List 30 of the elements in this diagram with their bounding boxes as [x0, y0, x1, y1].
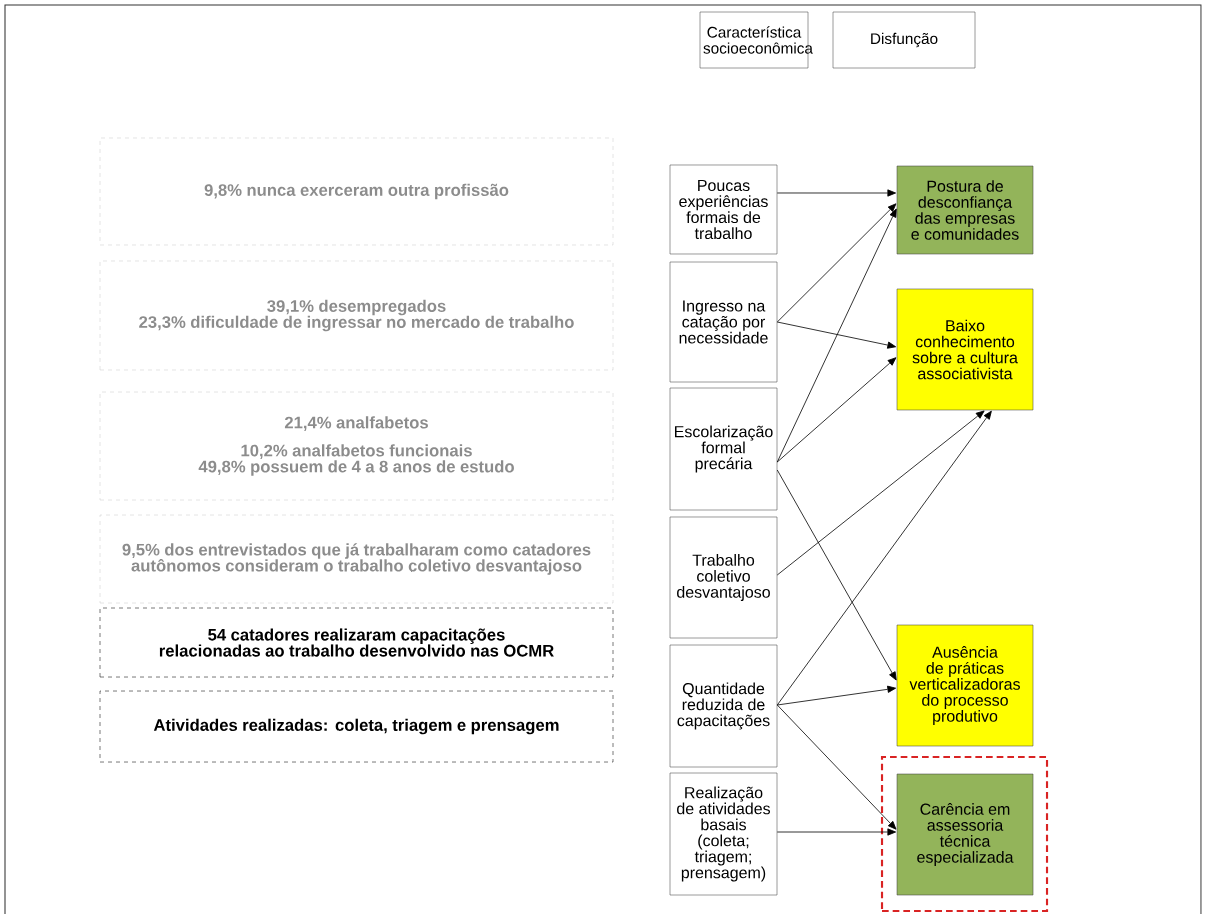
characteristic-box: Quantidade reduzida de capacitações — [669, 644, 778, 768]
arrow — [776, 704, 897, 830]
faded-note-box: 39,1% desempregados 23,3% dificuldade de ingressar no mercado de trabalho — [99, 260, 614, 371]
characteristic-box: Trabalho coletivo desvantajoso — [669, 516, 778, 639]
faded-note-box: 9,8% nunca exerceram outra profissão — [99, 137, 614, 246]
arrow — [776, 357, 897, 463]
highlight-frame — [880, 755, 1049, 913]
dysfunction-box: Ausência de práticas verticalizadoras do processo produtivo — [896, 624, 1034, 747]
characteristic-box: Realização de atividades basais (coleta; triagem; prensagem) — [669, 772, 778, 896]
characteristic-box: Escolarização formal precária — [669, 387, 778, 511]
arrow — [776, 189, 897, 197]
arrow — [776, 828, 897, 836]
faded-note-box: 21,4% analfabetos 10,2% analfabetos funcionais 49,8% possuem de 4 a 8 anos de estudo — [99, 391, 614, 501]
characteristic-box: Ingresso na catação por necessidade — [669, 261, 778, 383]
arrow — [776, 685, 897, 706]
header-box: Disfunção — [832, 11, 976, 69]
arrow — [776, 321, 897, 349]
faded-note-box: 9,5% dos entrevistados que já trabalharam como catadores autônomos consideram o trabalho coletivo desvantajoso — [99, 514, 614, 604]
arrow — [776, 208, 897, 463]
header-box: Característica socioeconômica — [699, 11, 813, 69]
dysfunction-box: Postura de desconfiança das empresas e comunidades — [896, 165, 1034, 255]
arrow — [776, 469, 897, 681]
dysfunction-box: Carência em assessoria técnica especializada — [896, 773, 1034, 896]
arrow — [776, 410, 992, 706]
arrow — [776, 410, 985, 576]
dysfunction-box: Baixo conhecimento sobre a cultura associativista — [896, 288, 1034, 411]
note-box: 54 catadores realizaram capacitações relacionadas ao trabalho desenvolvido nas OCMR — [99, 607, 614, 678]
arrow — [776, 203, 897, 323]
note-box: Atividades realizadas: coleta, triagem e prensagem — [99, 690, 614, 763]
characteristic-box: Poucas experiências formais de trabalho — [669, 164, 778, 255]
